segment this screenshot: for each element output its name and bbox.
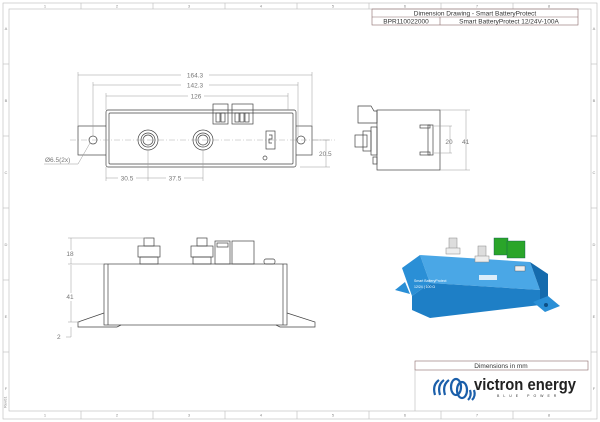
grid-col-3-bottom: 3 — [188, 413, 191, 418]
grid-row-d-left: D — [5, 242, 8, 247]
dim-slot-spacing: 20 — [445, 139, 453, 146]
grid-col-2-top: 2 — [116, 4, 119, 9]
foot-left — [77, 312, 122, 328]
dim-hole-center-height: 20.5 — [319, 151, 332, 158]
side-view: 20 41 — [354, 105, 470, 171]
mounting-hole-right — [296, 135, 306, 145]
grid-col-7-top: 7 — [476, 4, 479, 9]
grid-col-1-top: 1 — [44, 4, 47, 9]
product-description: Smart BatteryProtect 12/24V-100A — [459, 18, 559, 25]
green-connector-3pin — [506, 240, 526, 259]
grid-row-a-left: A — [5, 26, 8, 31]
grid-col-4-top: 4 — [260, 4, 263, 9]
front-view: 18 41 2 — [57, 237, 316, 341]
grid-row-b-left: B — [5, 98, 8, 103]
dim-body-length: 126 — [191, 94, 202, 101]
dim-overall-length: 164.3 — [187, 73, 204, 80]
dim-terminal-height: 18 — [66, 251, 74, 258]
connector-2pin — [212, 103, 229, 125]
grid-col-6-top: 6 — [404, 4, 407, 9]
drawing-title: Dimension Drawing - Smart BatteryProtect — [414, 10, 537, 17]
grid-row-b-right: B — [593, 98, 596, 103]
led-display — [265, 130, 276, 150]
svg-text:12/24 | 100 Ω: 12/24 | 100 Ω — [414, 285, 435, 289]
dim-side-height: 41 — [462, 139, 470, 146]
logo-block: Dimensions in mm victron energy BLUE POW… — [414, 360, 589, 411]
logo-tagline: BLUE POWER — [497, 394, 560, 398]
grid-col-4-bottom: 4 — [260, 413, 263, 418]
grid-col-3-top: 3 — [188, 4, 191, 9]
title-block: Dimension Drawing - Smart BatteryProtect… — [371, 8, 579, 26]
dim-terminal-spacing: 37.5 — [169, 176, 182, 183]
svg-text:Smart BatteryProtect: Smart BatteryProtect — [414, 279, 447, 283]
grid-col-6-bottom: 6 — [404, 413, 407, 418]
grid-col-8-bottom: 8 — [548, 413, 551, 418]
grid-row-c-left: C — [5, 170, 8, 175]
revision-label: Rev01 — [3, 396, 8, 408]
top-view: 164.3 142.3 126 30.5 37.5 20.5 Ø6.5(2x) — [44, 71, 335, 183]
dim-terminal-offset: 30.5 — [121, 176, 134, 183]
side-body — [376, 109, 441, 171]
grid-row-e-right: E — [593, 314, 596, 319]
grid-col-7-bottom: 7 — [476, 413, 479, 418]
drawing-frame: 1 2 3 4 5 6 7 8 1 2 3 4 5 6 7 8 A B C D … — [3, 2, 598, 420]
foot-right — [275, 312, 316, 328]
grid-row-c-right: C — [593, 170, 596, 175]
grid-col-8-top: 8 — [548, 4, 551, 9]
victron-logo-icon — [433, 377, 476, 401]
grid-col-1-bottom: 1 — [44, 413, 47, 418]
grid-col-5-top: 5 — [332, 4, 335, 9]
body-outline — [105, 109, 297, 168]
part-number: BPR110022000 — [383, 18, 429, 25]
grid-row-f-left: F — [5, 386, 8, 391]
grid-row-d-right: D — [593, 242, 596, 247]
dim-front-body-height: 41 — [66, 294, 74, 301]
units-note: Dimensions in mm — [474, 363, 527, 370]
product-isometric-image: Smart BatteryProtect 12/24 | 100 Ω — [395, 237, 560, 318]
connector-3pin — [231, 103, 254, 125]
green-connector-2pin — [493, 237, 509, 256]
grid-row-e-left: E — [5, 314, 8, 319]
grid-col-2-bottom: 2 — [116, 413, 119, 418]
dim-hole-spacing: 142.3 — [187, 83, 204, 90]
front-body — [103, 263, 288, 326]
logo-wordmark: victron energy — [474, 375, 576, 394]
grid-row-a-right: A — [593, 26, 596, 31]
dim-hole-diameter: Ø6.5(2x) — [45, 157, 70, 164]
grid-row-f-right: F — [593, 386, 596, 391]
side-connector — [357, 105, 378, 124]
grid-col-5-bottom: 5 — [332, 413, 335, 418]
dim-foot-thickness: 2 — [57, 334, 61, 341]
